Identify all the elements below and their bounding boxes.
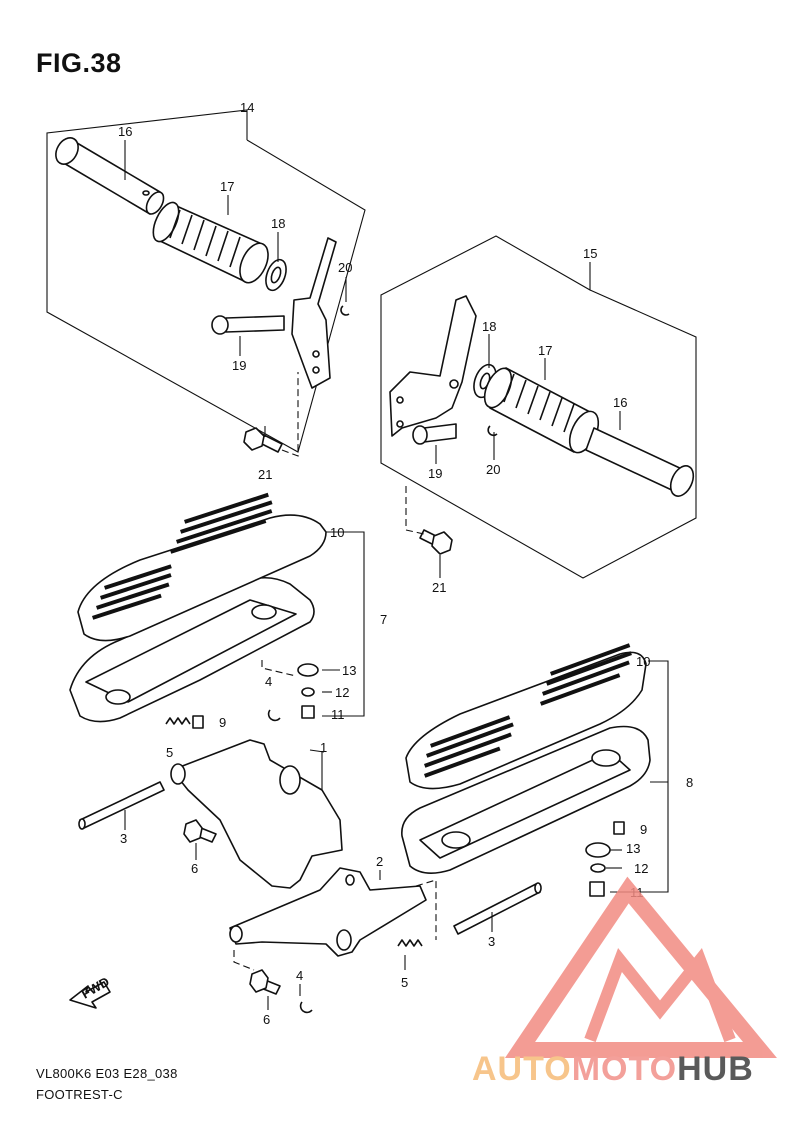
callout-2: 2 <box>376 854 383 869</box>
callout-13-right: 13 <box>626 841 640 856</box>
callout-4-left: 4 <box>265 674 272 689</box>
footpeg-shaft-16-right <box>585 427 695 497</box>
watermark-auto: AUTO <box>472 1050 572 1088</box>
shaft-3-right <box>453 883 541 935</box>
left-floorboard-assembly <box>69 492 365 729</box>
footpeg-bracket <box>291 237 337 389</box>
callout-19-right: 19 <box>428 466 442 481</box>
callout-3-left: 3 <box>120 831 127 846</box>
callout-10-left: 10 <box>330 525 344 540</box>
clip-4-left <box>267 709 281 722</box>
callout-17-left: 17 <box>220 179 234 194</box>
bolt-6-left <box>183 819 217 843</box>
callout-16-left: 16 <box>118 124 132 139</box>
footpeg-bracket-right <box>389 295 477 437</box>
right-floorboard-assembly <box>401 643 669 897</box>
callout-19-left: 19 <box>232 358 246 373</box>
automotohub-logo-icon <box>504 876 777 1058</box>
washer-12-left <box>301 687 315 697</box>
watermark-text: AUTOMOTOHUB <box>472 1050 754 1089</box>
footpeg-shaft-16 <box>55 137 165 215</box>
watermark-moto: MOTO <box>571 1050 678 1088</box>
footpeg-rubber-17-right <box>483 367 600 454</box>
group-15-right-footpeg-assembly <box>380 235 697 579</box>
shaft-3-left <box>79 781 165 829</box>
callout-1: 1 <box>320 740 327 755</box>
floorboard-rubber-10 <box>77 514 327 642</box>
callout-7: 7 <box>380 612 387 627</box>
footrest-bracket-1 <box>171 739 343 889</box>
bolt-6-right <box>249 969 281 995</box>
callout-9-left: 9 <box>219 715 226 730</box>
callout-21-left: 21 <box>258 467 272 482</box>
callout-5-left: 5 <box>166 745 173 760</box>
fwd-arrow-icon: FWD <box>69 974 112 1009</box>
bolt-19-right <box>423 423 457 443</box>
footrest-bracket-2-assembly <box>229 867 542 1014</box>
callout-6-left: 6 <box>191 861 198 876</box>
callout-6-right: 6 <box>263 1012 270 1027</box>
callout-12-right: 12 <box>634 861 648 876</box>
bolt-9-left <box>192 715 204 729</box>
callout-13-left: 13 <box>342 663 356 678</box>
model-code: VL800K6 E03 E28_038 <box>36 1066 178 1081</box>
watermark-hub: HUB <box>677 1050 754 1088</box>
section-name: FOOTREST-C <box>36 1087 123 1102</box>
callout-18-right: 18 <box>482 319 496 334</box>
callout-11-left: 11 <box>331 707 345 722</box>
bolt-21-upper <box>243 427 283 453</box>
callout-8: 8 <box>686 775 693 790</box>
washer-12-right <box>590 863 606 873</box>
callout-4-right: 4 <box>296 968 303 983</box>
clip-4-right <box>299 1001 313 1014</box>
bolt-11-left <box>301 705 315 719</box>
spring-5-left <box>165 717 191 725</box>
bolt-11-right <box>589 881 605 897</box>
bolt-21-lower <box>419 529 453 555</box>
figure-title: FIG.38 <box>36 48 122 78</box>
callout-17-right: 17 <box>538 343 552 358</box>
washer-13-left <box>297 663 319 677</box>
footrest-bracket-2 <box>229 867 427 957</box>
group-14-left-footpeg-assembly <box>46 109 366 457</box>
bolt-19 <box>225 315 285 333</box>
callout-10-right: 10 <box>636 654 650 669</box>
callout-12-left: 12 <box>335 685 349 700</box>
spring-5-right <box>397 939 423 947</box>
footrest-bracket-1-assembly <box>78 739 343 889</box>
callout-5-right: 5 <box>401 975 408 990</box>
callout-20-left: 20 <box>338 260 352 275</box>
callout-15: 15 <box>583 246 597 261</box>
callout-18-left: 18 <box>271 216 285 231</box>
callout-16-right: 16 <box>613 395 627 410</box>
washer-13-right <box>585 842 611 858</box>
clip-20 <box>340 305 350 316</box>
callout-9-right: 9 <box>640 822 647 837</box>
callout-3-right: 3 <box>488 934 495 949</box>
callout-14: 14 <box>240 100 254 115</box>
callout-21-right: 21 <box>432 580 446 595</box>
clip-20-right <box>487 425 498 437</box>
callout-20-right: 20 <box>486 462 500 477</box>
bolt-9-right <box>613 821 625 835</box>
footpeg-rubber-17 <box>152 201 269 284</box>
